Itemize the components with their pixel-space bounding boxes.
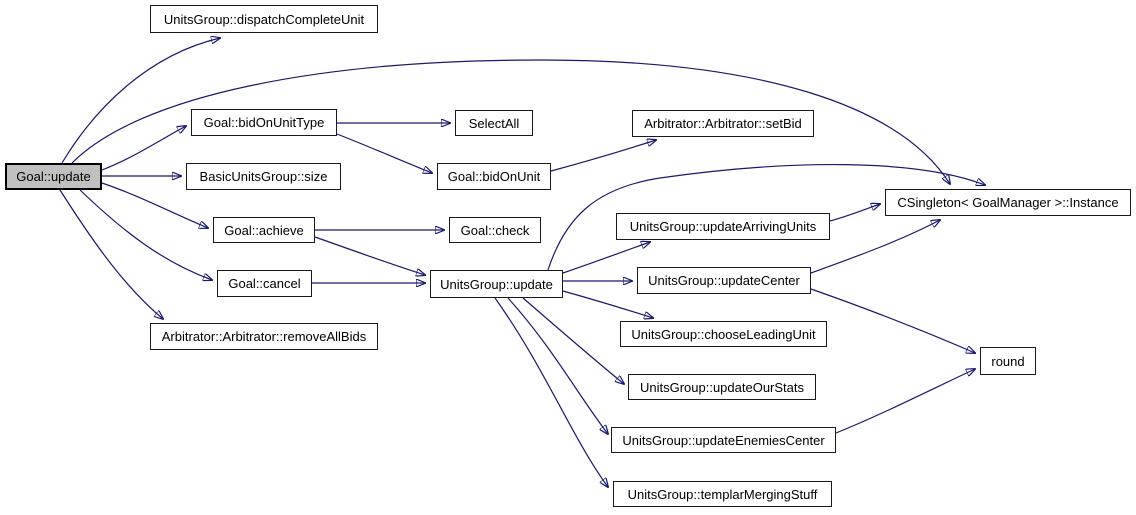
- edge-unitsGroupUpdate-to-templarMergingStuff: [494, 297, 608, 487]
- edge-update-to-bidOnUnitType: [101, 126, 186, 171]
- node-goal-achieve[interactable]: Goal::achieve: [213, 217, 315, 243]
- node-update-center[interactable]: UnitsGroup::updateCenter: [637, 267, 811, 294]
- edge-update-to-achieve: [101, 182, 208, 228]
- node-units-group-update[interactable]: UnitsGroup::update: [430, 270, 563, 298]
- node-bid-on-unit-type[interactable]: Goal::bidOnUnitType: [191, 109, 337, 136]
- node-bid-on-unit[interactable]: Goal::bidOnUnit: [437, 163, 551, 190]
- edge-unitsGroupUpdate-to-chooseLeadingUnit: [562, 290, 653, 318]
- node-remove-all-bids[interactable]: Arbitrator::Arbitrator::removeAllBids: [150, 323, 378, 350]
- node-csingleton-instance[interactable]: CSingleton< GoalManager >::Instance: [885, 189, 1131, 216]
- node-basic-units-group-size[interactable]: BasicUnitsGroup::size: [186, 163, 341, 190]
- edge-update-to-instance: [71, 59, 950, 184]
- edge-update-to-removeAllBids: [59, 189, 163, 319]
- node-goal-cancel[interactable]: Goal::cancel: [217, 270, 312, 297]
- edge-bidOnUnitType-to-bidOnUnit: [336, 133, 432, 173]
- edge-updateCenter-to-instance: [810, 220, 940, 274]
- node-set-bid[interactable]: Arbitrator::Arbitrator::setBid: [632, 110, 814, 137]
- edge-unitsGroupUpdate-to-updateEnemiesCenter: [507, 297, 608, 434]
- edge-unitsGroupUpdate-to-updateOurStats: [522, 297, 624, 384]
- edge-update-to-cancel: [79, 189, 212, 280]
- edge-updateArrivingUnits-to-instance: [829, 204, 880, 222]
- node-update-our-stats[interactable]: UnitsGroup::updateOurStats: [628, 374, 816, 400]
- node-update-enemies-center[interactable]: UnitsGroup::updateEnemiesCenter: [611, 427, 836, 453]
- edge-achieve-to-unitsGroupUpdate: [314, 236, 425, 275]
- edge-updateEnemiesCenter-to-round: [835, 369, 975, 434]
- edge-update-to-dispatchCompleteUnit: [61, 38, 220, 164]
- edge-updateCenter-to-round: [810, 288, 975, 353]
- node-select-all[interactable]: SelectAll: [455, 110, 533, 136]
- node-round[interactable]: round: [980, 347, 1036, 375]
- node-goal-check[interactable]: Goal::check: [449, 217, 541, 243]
- edge-unitsGroupUpdate-to-instance: [547, 163, 985, 271]
- node-update-arriving-units[interactable]: UnitsGroup::updateArrivingUnits: [616, 213, 830, 240]
- edge-bidOnUnit-to-setBid: [550, 140, 656, 172]
- node-dispatch-complete-unit[interactable]: UnitsGroup::dispatchCompleteUnit: [150, 5, 378, 33]
- edge-unitsGroupUpdate-to-updateArrivingUnits: [562, 242, 650, 274]
- node-templar-merging-stuff[interactable]: UnitsGroup::templarMergingStuff: [613, 481, 832, 507]
- node-choose-leading-unit[interactable]: UnitsGroup::chooseLeadingUnit: [620, 321, 827, 347]
- node-goal-update: Goal::update: [5, 163, 102, 190]
